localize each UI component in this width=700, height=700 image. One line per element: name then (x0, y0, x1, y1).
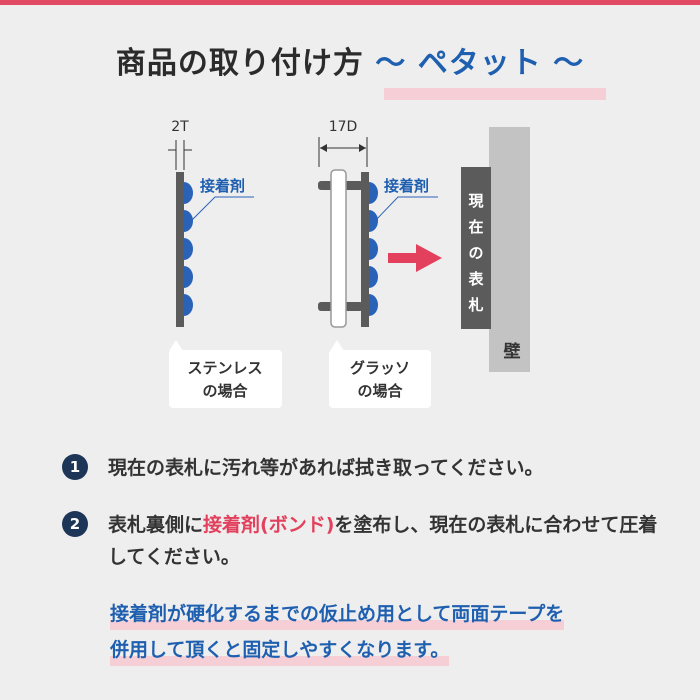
nameplate-char: 在 (468, 218, 483, 236)
adhesive-leader-left (189, 196, 254, 223)
dim-label-2t: 2T (171, 119, 189, 135)
adhesive-dot (369, 294, 378, 316)
adhesive-label-right: 接着剤 (384, 177, 429, 195)
dim-arrowhead-right (359, 144, 366, 152)
caption-right-line1: グラッソ (350, 359, 410, 377)
step-text-highlight: 接着剤(ボンド) (203, 514, 335, 536)
adhesive-dot (184, 294, 193, 316)
adhesive-dot (369, 266, 378, 288)
nameplate-char: 表 (468, 270, 484, 288)
caption-box-left (169, 350, 282, 408)
adhesive-dot (369, 182, 378, 204)
dim-arrowhead-left (320, 144, 327, 152)
arrow-shaft (388, 253, 418, 263)
adhesive-leader-right (373, 196, 438, 223)
adhesive-dot (184, 238, 193, 260)
caption-left-line2: の場合 (202, 382, 248, 400)
top-accent-bar (0, 0, 700, 5)
tip-text-1: 接着剤が硬化するまでの仮止め用として両面テープを (110, 603, 565, 625)
nameplate-char: 現 (468, 192, 483, 210)
arrow-head (416, 244, 442, 272)
adhesive-dot (184, 210, 193, 232)
existing-nameplate (461, 167, 491, 329)
title-main: 商品の取り付け方 (115, 46, 364, 81)
step-text-part: 現在の表札に汚れ等があれば拭き取ってください。 (108, 457, 544, 479)
tip-text-2: 併用して頂くと固定しやすくなります。 (110, 639, 450, 661)
adhesive-dot (369, 210, 378, 232)
adhesive-dot (184, 266, 193, 288)
glass-panel (330, 169, 347, 328)
adhesive-label-left: 接着剤 (200, 177, 245, 195)
step-number-badge: 1 (62, 454, 88, 480)
caption-right-line2: の場合 (357, 382, 403, 400)
wall (489, 127, 530, 372)
tip-line-1: 接着剤が硬化するまでの仮止め用として両面テープを (110, 596, 565, 632)
tip-underline (110, 620, 565, 630)
wall-illustration: 現 在 の 表 札 壁 (461, 127, 530, 372)
glasso-illustration: 17D 接着剤 グラッソ の場合 (318, 119, 438, 408)
adhesive-dot (184, 182, 193, 204)
nameplate-char: 札 (467, 296, 483, 314)
step-text-part: 表札裏側に (108, 514, 204, 536)
step-number-badge: 2 (62, 511, 88, 537)
adhesive-dot (369, 238, 378, 260)
tip-note: 接着剤が硬化するまでの仮止め用として両面テープを 併用して頂くと固定しやすくなり… (110, 596, 670, 668)
installation-diagram: 2T 接着剤 ステンレス の場合 17D 接着剤 (168, 119, 530, 408)
mount-arrow (388, 244, 442, 272)
step-text-part: を塗布し、現在の表札に合わせて圧着してください。 (108, 514, 658, 568)
nameplate-char: の (468, 244, 483, 262)
stainless-illustration: 2T 接着剤 ステンレス の場合 (168, 119, 282, 408)
step-1-text: 現在の表札に汚れ等があれば拭き取ってください。 (108, 452, 658, 484)
caption-left-line1: ステンレス (187, 359, 262, 377)
tip-underline (110, 656, 450, 666)
glasso-back-plate (361, 172, 369, 327)
wall-label: 壁 (504, 341, 521, 362)
page-title: 商品の取り付け方 ～ ペタット ～ (0, 30, 700, 100)
callout-pointer-right (330, 340, 344, 351)
stainless-plate (176, 172, 184, 327)
tip-line-2: 併用して頂くと固定しやすくなります。 (110, 632, 450, 668)
title-underline (384, 88, 606, 100)
caption-box-right (329, 350, 431, 408)
title-sub: ～ ペタット ～ (375, 46, 585, 81)
dim-label-17d: 17D (329, 119, 358, 135)
callout-pointer-left (169, 340, 183, 351)
step-2-text: 表札裏側に接着剤(ボンド)を塗布し、現在の表札に合わせて圧着してください。 (108, 509, 658, 573)
